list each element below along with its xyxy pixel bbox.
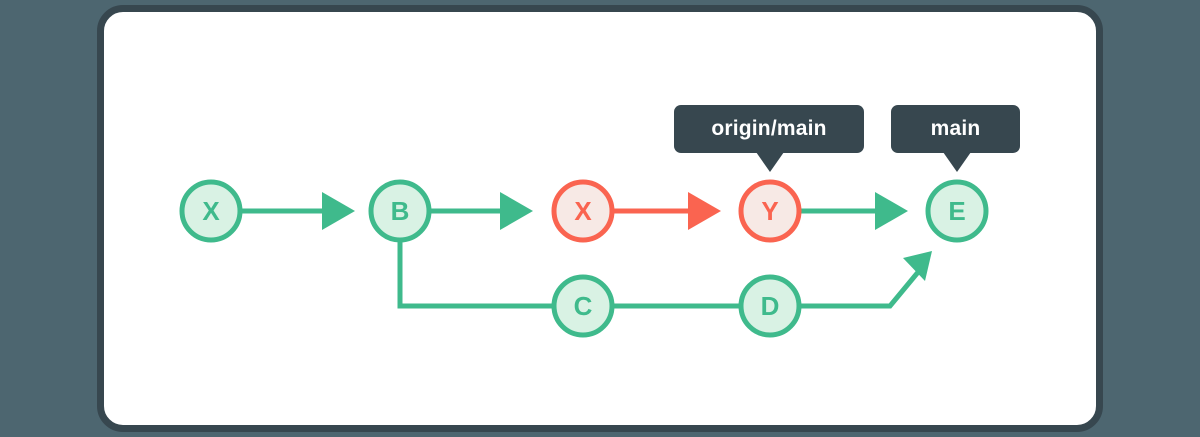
- commit-node-y[interactable]: [738, 179, 802, 243]
- commit-node-x1[interactable]: [179, 179, 243, 243]
- arrowhead-icon: [500, 192, 533, 230]
- edge-b-x2: [431, 192, 533, 230]
- edge-x2-y: [614, 192, 721, 230]
- edge-y-e: [801, 192, 908, 230]
- commit-node-b[interactable]: [368, 179, 432, 243]
- branch-label-pointer-main: [943, 152, 971, 172]
- arrowhead-icon: [688, 192, 721, 230]
- node-layer: [179, 179, 989, 338]
- arrowhead-icon: [875, 192, 908, 230]
- commit-node-x2[interactable]: [551, 179, 615, 243]
- branch-label-main[interactable]: main: [891, 105, 1020, 153]
- edge-d-e: [801, 251, 932, 309]
- branch-label-pointer-origin-main: [756, 152, 784, 172]
- branch-label-origin-main[interactable]: origin/main: [674, 105, 864, 153]
- edge-layer: [242, 192, 932, 309]
- arrowhead-icon: [322, 192, 355, 230]
- arrowhead-icon: [903, 251, 932, 281]
- commit-node-d[interactable]: [738, 274, 802, 338]
- commit-node-e[interactable]: [925, 179, 989, 243]
- commit-node-c[interactable]: [551, 274, 615, 338]
- edge-x1-b: [242, 192, 355, 230]
- edge-b-c: [397, 242, 552, 309]
